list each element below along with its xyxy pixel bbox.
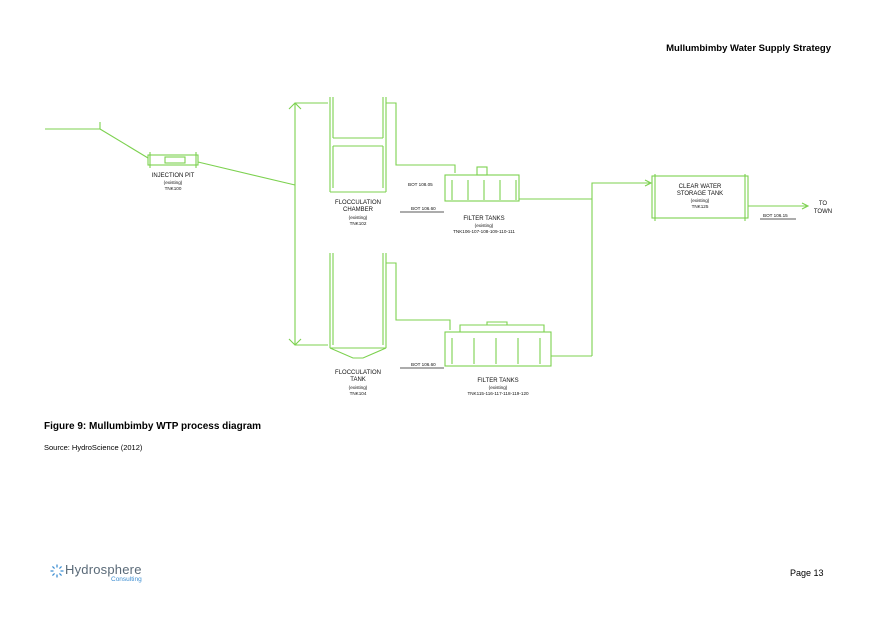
flocculation-chamber-label: FLOCCULATION (335, 200, 381, 206)
filter-tanks-2-label: FILTER TANKS (477, 378, 518, 384)
filter-tanks-1-id: TNK106-107-108-109-110-111 (453, 229, 515, 234)
document-header-title: Mullumbimby Water Supply Strategy (666, 43, 831, 54)
clear-water-tank-label: CLEAR WATER (679, 184, 722, 190)
clear-water-tank-status: (existing) (691, 198, 710, 203)
figure-source: Source: HydroScience (2012) (44, 443, 143, 452)
pipework (45, 97, 810, 367)
logo-name: Hydrosphere (65, 562, 142, 577)
logo-subtitle: Consulting (111, 576, 142, 583)
hydrosphere-logo: Hydrosphere Consulting (50, 562, 170, 588)
flocculation-chamber-label-2: CHAMBER (343, 207, 374, 213)
filter-tanks-1-bot-base: BOT 106.60 (411, 206, 436, 211)
filter-tanks-2-status: (existing) (489, 385, 508, 390)
bot-reference-lines (400, 211, 796, 369)
figure-caption: Figure 9: Mullumbimby WTP process diagra… (44, 421, 262, 432)
filter-tanks-2-bot-base: BOT 106.60 (411, 362, 436, 367)
injection-pit-id: TNK100 (165, 186, 182, 191)
injection-pit-status: (existing) (164, 180, 183, 185)
sun-burst-icon (50, 564, 64, 578)
clear-water-tank-label-2: STORAGE TANK (677, 191, 723, 197)
outlet-label: TO (819, 201, 828, 207)
flocculation-tank-id: TNK104 (350, 391, 367, 396)
outlet-label-2: TOWN (814, 209, 832, 215)
flocculation-tank-label-2: TANK (350, 377, 366, 383)
flocculation-chamber-id: TNK102 (350, 221, 367, 226)
filter-tanks-1-bot-top: BOT 108.05 (408, 182, 433, 187)
flocculation-tank-label: FLOCCULATION (335, 370, 381, 376)
page-number: Page 13 (790, 568, 824, 578)
flocculation-tank-status: (existing) (349, 385, 368, 390)
injection-pit-label: INJECTION PIT (152, 173, 195, 179)
filter-tanks-2-id: TNK115-116-117-118-119-120 (467, 391, 529, 396)
clear-water-tank-id: TNK125 (692, 204, 709, 209)
clear-water-tank-bot: BOT 106.15 (763, 213, 788, 218)
filter-tanks-1-status: (existing) (475, 223, 494, 228)
filter-tanks-1-label: FILTER TANKS (463, 216, 504, 222)
flocculation-chamber-status: (existing) (349, 215, 368, 220)
